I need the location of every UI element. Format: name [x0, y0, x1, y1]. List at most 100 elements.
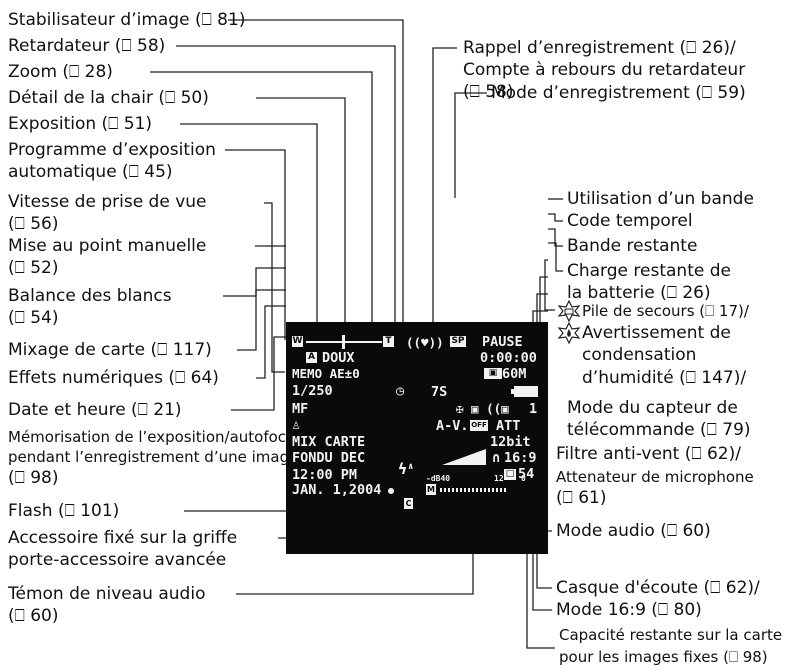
audio-level-ramp — [442, 449, 486, 465]
label-flash: Flash (⎕ 101) — [8, 501, 120, 521]
self-timer-icon: ◷ — [396, 383, 405, 399]
label-mode-enreg: Mode d’enregistrement (⎕ 59) — [491, 83, 746, 103]
manual-focus: MF — [292, 401, 309, 417]
leader-vitesse — [264, 202, 285, 373]
label-charge-1: Charge restante de — [567, 261, 731, 281]
label-accessoire-2: porte-accessoire avancée — [8, 550, 227, 570]
label-attenuateur-2: (⎕ 61) — [556, 488, 607, 508]
leader-retardateur — [176, 45, 396, 388]
label-vitesse-2: (⎕ 56) — [8, 214, 59, 234]
backup-battery-icon — [557, 300, 581, 322]
label-bande-restante: Bande restante — [567, 236, 698, 256]
leader-programme — [225, 149, 286, 340]
leader-balance — [223, 267, 286, 297]
att-text: ATT — [496, 418, 521, 434]
label-attenuateur-1: Attenateur de microphone — [556, 468, 754, 486]
label-temoin-2: (⎕ 60) — [8, 606, 59, 626]
av-text: A-V. — [436, 418, 469, 434]
sp-badge: SP — [450, 336, 466, 347]
countdown: 7S — [431, 384, 448, 400]
label-capacite-1: Capacité restante sur la carte — [559, 626, 783, 644]
zoom-indicator — [342, 335, 345, 349]
label-mode169: Mode 16:9 (⎕ 80) — [556, 600, 702, 620]
label-memorisation-3: (⎕ 98) — [8, 468, 59, 488]
battery-tip — [511, 389, 514, 394]
label-zoom: Zoom (⎕ 28) — [8, 62, 113, 82]
label-memorisation-1: Mémorisation de l’exposition/autofocus — [8, 428, 304, 446]
zoom-wide-badge: W — [292, 336, 303, 347]
flash-icon: ϟ — [398, 460, 408, 478]
leader-charge — [548, 242, 563, 272]
label-code-temporel: Code temporel — [567, 211, 693, 231]
label-casque: Casque d'écoute (⎕ 62)/ — [556, 578, 760, 598]
leader-detail — [256, 97, 346, 328]
battery-icon — [514, 386, 538, 397]
label-avert-1: Avertissement de — [582, 323, 731, 343]
label-rappel-2: Compte à rebours du retardateur — [463, 60, 746, 80]
stabilizer-icon: ((♥)) — [406, 335, 444, 350]
label-exposition: Exposition (⎕ 51) — [8, 114, 153, 134]
off-badge: OFF — [470, 420, 488, 431]
db-12: 12 — [494, 474, 504, 483]
label-rappel-1: Rappel d’enregistrement (⎕ 26)/ — [463, 38, 736, 58]
date-text: JAN. 1,2004 — [292, 482, 382, 498]
viewfinder-screen: W T ((♥)) SP PAUSE A DOUX 0:00:00 MEMO A… — [286, 322, 548, 554]
label-balance-2: (⎕ 54) — [8, 308, 59, 328]
label-avert-2: condensation — [582, 345, 697, 365]
label-retardateur: Retardateur (⎕ 58) — [8, 36, 166, 56]
leader-code — [548, 213, 563, 222]
label-temoin-1: Témon de niveau audio — [8, 584, 206, 604]
pause-text: PAUSE — [482, 334, 523, 350]
memo-ae: MEMO AE±0 — [292, 366, 360, 381]
remote-mode-number: 1 — [529, 401, 538, 417]
label-rappel-3: (⎕ 58) — [463, 82, 514, 102]
leader-stabilisateur — [228, 19, 404, 350]
label-capacite-2: pour les images fixes (⎕ 98) — [559, 648, 768, 666]
label-mise-au-point-2: (⎕ 52) — [8, 258, 59, 278]
card-remaining: 54 — [518, 466, 535, 482]
leader-exposition — [180, 123, 318, 346]
doux-text: DOUX — [322, 350, 355, 366]
label-detail-chair: Détail de la chair (⎕ 50) — [8, 88, 209, 108]
label-vitesse-1: Vitesse de prise de vue — [8, 192, 207, 212]
timecode: 0:00:00 — [480, 350, 537, 366]
leader-rappel — [432, 47, 457, 360]
mix-carte: MIX CARTE — [292, 434, 366, 450]
clock-time: 12:00 PM — [292, 467, 358, 483]
shutter-speed: 1/250 — [292, 383, 333, 399]
label-charge-2: la batterie (⎕ 26) — [567, 283, 711, 303]
zoom-tele-badge: T — [383, 336, 394, 347]
label-mixage: Mixage de carte (⎕ 117) — [8, 340, 212, 360]
mic-badge: M — [426, 484, 436, 495]
accessory-icon: ∧ — [408, 462, 414, 472]
leader-date — [231, 336, 286, 411]
advanced-shoe-badge: C — [404, 498, 413, 509]
leader-mixage — [237, 289, 286, 351]
label-memorisation-2: pendant l’enregistrement d’une image fix… — [8, 448, 331, 466]
leader-pile — [544, 259, 555, 311]
label-programme-1: Programme d’exposition — [8, 140, 216, 160]
remote-sensor-icons: ✠ ▣ ((▣ — [456, 401, 509, 416]
white-balance-icon: ♙ — [292, 417, 301, 433]
label-accessoire-1: Accessoire fixé sur la griffe — [8, 528, 238, 548]
headphone-icon: ∩ — [492, 450, 501, 466]
leader-bande — [548, 228, 563, 247]
audio-level-meter — [440, 488, 506, 492]
label-capteur-2: télécommande (⎕ 79) — [567, 420, 751, 440]
ratio-169: 16:9 — [504, 450, 537, 466]
leader-effets — [256, 305, 286, 379]
tape-remaining: 60M — [502, 366, 527, 382]
db-label: -dB40 — [426, 474, 451, 483]
label-utilisation: Utilisation d’un bande — [567, 189, 754, 209]
condensation-warning-icon — [557, 322, 581, 344]
label-date-heure: Date et heure (⎕ 21) — [8, 400, 182, 420]
fondu-dec: FONDU DEC — [292, 450, 366, 466]
label-filtre: Filtre anti-vent (⎕ 62)/ — [556, 444, 741, 464]
label-effets: Effets numériques (⎕ 64) — [8, 368, 219, 388]
label-programme-2: automatique (⎕ 45) — [8, 162, 173, 182]
label-avert-3: d’humidité (⎕ 147)/ — [582, 368, 747, 388]
ae-af-lock-dot — [388, 488, 394, 494]
db-0: 0 — [521, 474, 526, 483]
audio-bit: 12bit — [490, 434, 531, 450]
